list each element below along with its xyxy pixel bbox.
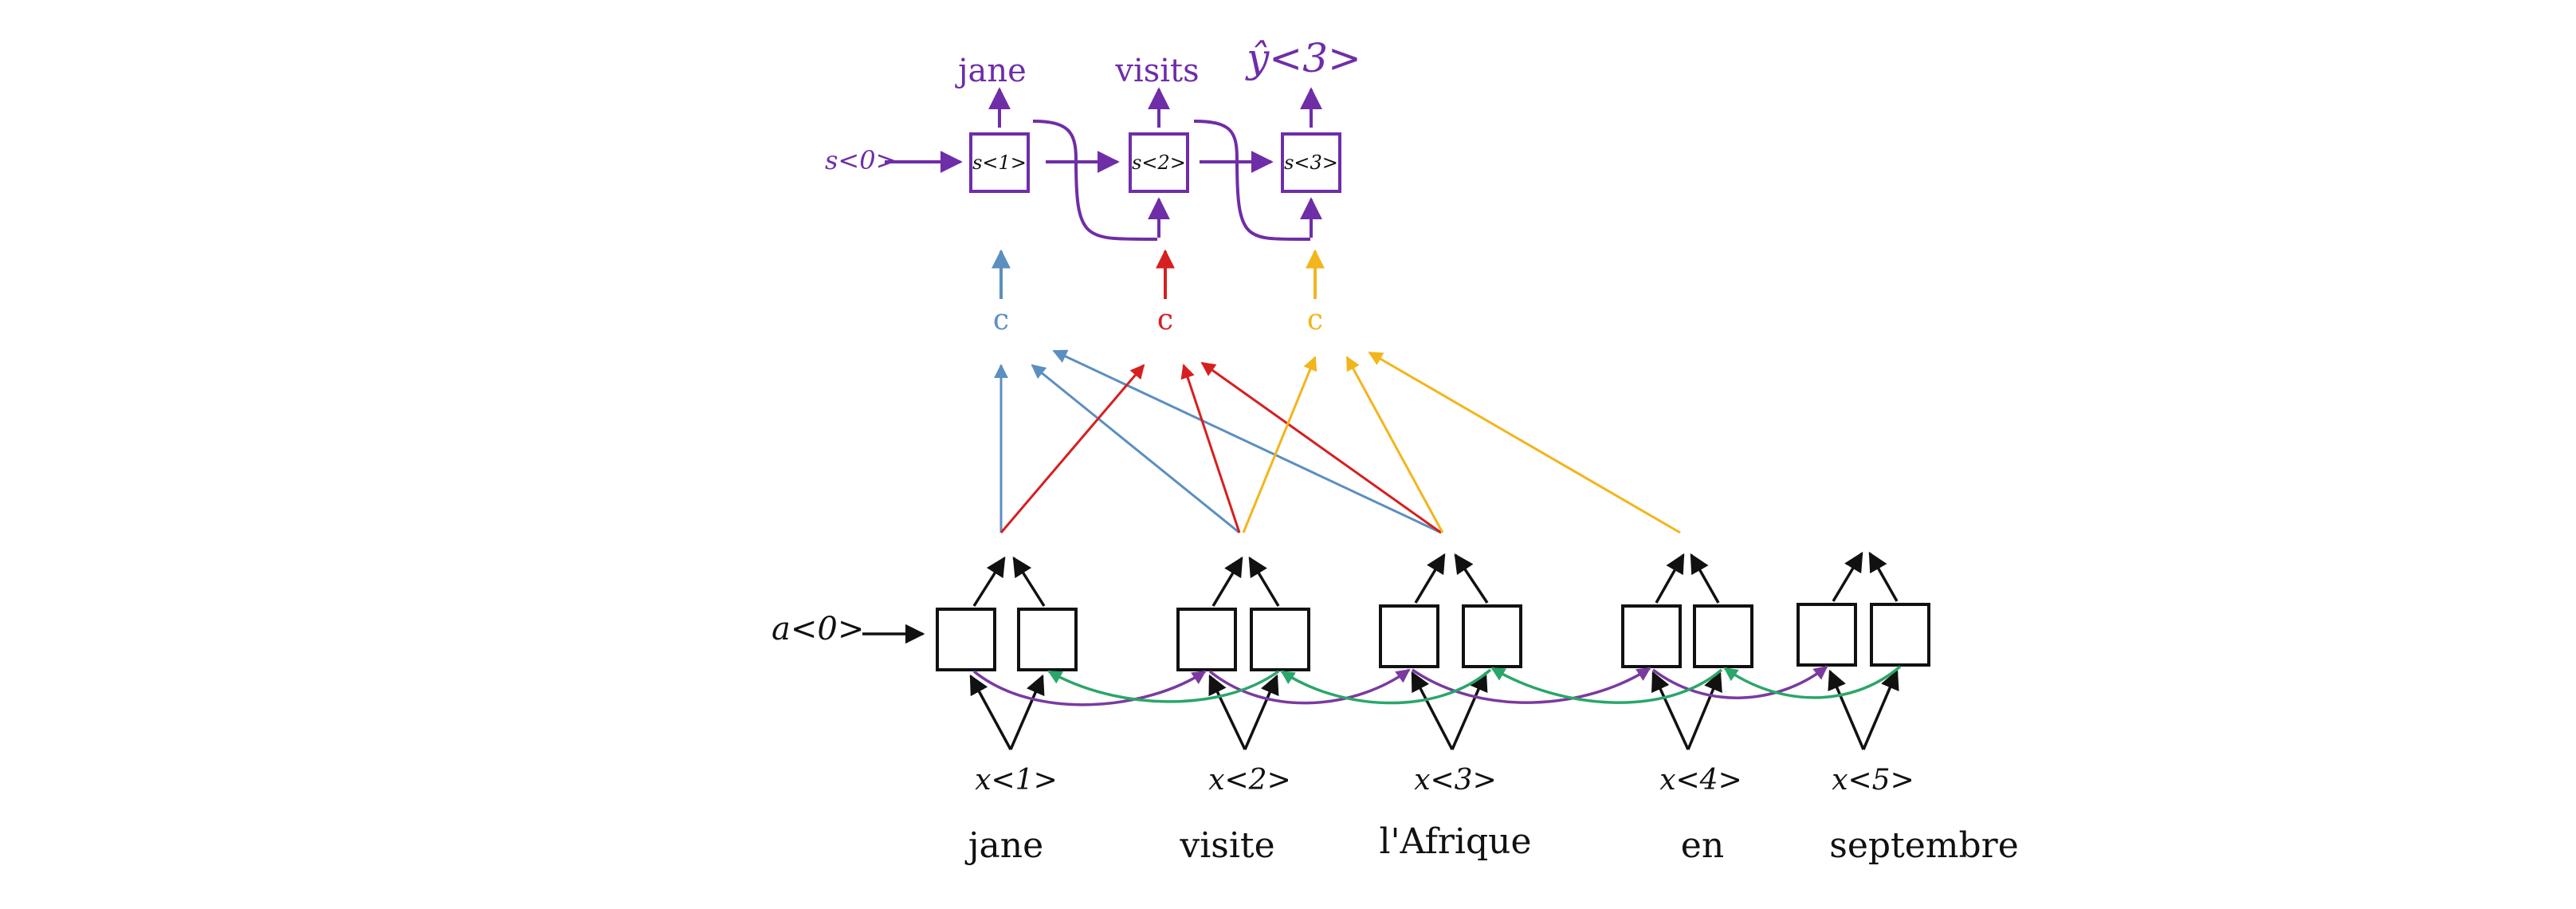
attention-line-c1-x2 xyxy=(1031,364,1240,534)
encoder-backward-link-4 xyxy=(1723,665,1902,699)
decoder-output-3: ŷ<3> xyxy=(1245,35,1361,81)
encoder-backward-link-3 xyxy=(1490,667,1723,704)
encoder-forward-link-1 xyxy=(972,670,1207,706)
encoder-in-arrow-1b xyxy=(1009,674,1045,750)
encoder-input-2: x<2> xyxy=(1208,764,1291,797)
encoder-up-arrow-4b xyxy=(1690,553,1720,604)
encoder-forward-box-5 xyxy=(1797,603,1857,667)
decoder-feedback-loop-2 xyxy=(1193,120,1310,241)
encoder-forward-link-3 xyxy=(1412,667,1651,704)
encoder-in-arrow-1a xyxy=(969,674,1012,750)
encoder-input-5: x<5> xyxy=(1832,764,1914,797)
encoder-forward-link-2 xyxy=(1208,668,1411,705)
encoder-in-arrow-5b xyxy=(1862,669,1899,750)
encoder-up-arrow-1a xyxy=(972,556,1006,607)
decoder-state-label-1: s<1> xyxy=(972,152,1027,174)
encoder-up-arrow-5b xyxy=(1868,551,1899,602)
attention-line-c3-x3 xyxy=(1345,356,1444,533)
attention-line-c2-x3 xyxy=(1200,361,1442,534)
encoder-in-arrow-2b xyxy=(1243,674,1279,750)
attention-line-c3-x2 xyxy=(1242,356,1317,533)
encoder-up-arrow-2b xyxy=(1248,556,1280,607)
encoder-cell-1 xyxy=(936,556,1078,750)
encoder-input-3: x<3> xyxy=(1414,764,1497,797)
encoder-up-arrow-2a xyxy=(1211,556,1243,607)
encoder-backward-box-1 xyxy=(1017,608,1078,671)
encoder-up-arrow-5a xyxy=(1832,551,1863,602)
encoder-up-arrow-3b xyxy=(1454,553,1489,604)
encoder-forward-box-3 xyxy=(1379,604,1439,668)
encoder-word-4: en xyxy=(1681,825,1724,866)
encoder-word-1: jane xyxy=(964,825,1043,866)
encoder-forward-box-1 xyxy=(936,608,996,671)
encoder-word-5: septembre xyxy=(1829,825,2018,866)
encoder-backward-link-2 xyxy=(1280,668,1492,705)
encoder-backward-box-3 xyxy=(1462,604,1522,668)
encoder-cell-3 xyxy=(1379,553,1522,750)
encoder-cell-2 xyxy=(1176,556,1310,750)
decoder-state-label-2: s<2> xyxy=(1132,152,1186,174)
encoder-word-3: l'Afrique xyxy=(1379,821,1531,862)
decoder-state-box-2 xyxy=(1129,132,1189,193)
decoder-output-2: visits xyxy=(1114,53,1199,89)
encoder-backward-link-1 xyxy=(1047,670,1280,703)
encoder-backward-box-4 xyxy=(1693,604,1753,668)
attention-line-c1-x3 xyxy=(1052,349,1442,534)
decoder-state-box-3 xyxy=(1281,132,1341,193)
encoder-up-arrow-1b xyxy=(1012,556,1046,607)
encoder-in-arrow-2a xyxy=(1208,674,1247,750)
encoder-backward-box-2 xyxy=(1250,608,1310,671)
context-label-1: c xyxy=(993,304,1009,336)
encoder-cell-5 xyxy=(1797,551,1930,750)
attention-weights xyxy=(994,349,1681,534)
attention-line-c2-x1 xyxy=(999,364,1145,533)
decoder: jane visits ŷ<3> s<0> s<1> s<2> s<3> xyxy=(825,35,1361,241)
encoder-word-2: visite xyxy=(1179,825,1274,866)
attention-line-c2-x2 xyxy=(1180,364,1241,533)
decoder-output-1: jane xyxy=(955,53,1027,89)
context-label-3: c xyxy=(1307,304,1323,336)
encoder-input-1: x<1> xyxy=(975,764,1058,797)
encoder-input-4: x<4> xyxy=(1659,764,1742,797)
encoder-forward-box-2 xyxy=(1176,608,1237,671)
encoder-forward-link-4 xyxy=(1651,665,1828,699)
encoder-cell-4 xyxy=(1621,553,1753,750)
encoder-initial-activation: a<0> xyxy=(772,611,864,647)
decoder-state-label-3: s<3> xyxy=(1284,152,1338,174)
context-label-2: c xyxy=(1157,304,1173,336)
encoder-in-arrow-4b xyxy=(1687,671,1722,750)
encoder-in-arrow-5a xyxy=(1828,669,1865,750)
encoder-up-arrow-4a xyxy=(1655,553,1685,604)
decoder-state-box-1 xyxy=(969,132,1030,193)
contexts: c c c xyxy=(992,249,1325,336)
encoder-backward-box-5 xyxy=(1870,603,1930,667)
encoder-in-arrow-4a xyxy=(1651,671,1690,750)
encoder-up-arrow-3a xyxy=(1414,553,1446,604)
encoder-in-arrow-3a xyxy=(1411,671,1454,750)
attention-line-c3-x4 xyxy=(1368,351,1681,534)
encoder-in-arrow-3b xyxy=(1451,671,1488,750)
encoder: a<0> xyxy=(772,551,2019,866)
decoder-feedback-loop-1 xyxy=(1032,120,1157,241)
encoder-forward-box-4 xyxy=(1621,604,1682,668)
